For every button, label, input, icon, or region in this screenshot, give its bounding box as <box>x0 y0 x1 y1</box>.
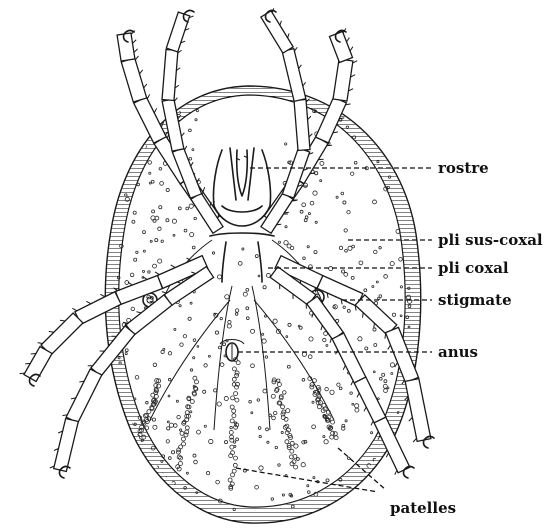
label-stigmate: stigmate <box>438 291 512 309</box>
label-rostre: rostre <box>438 159 489 177</box>
label-patelles: patelles <box>390 499 456 517</box>
label-pli-coxal: pli coxal <box>438 259 509 277</box>
label-pli-sus-coxal: pli sus-coxal <box>438 231 543 249</box>
label-anus: anus <box>438 343 478 361</box>
